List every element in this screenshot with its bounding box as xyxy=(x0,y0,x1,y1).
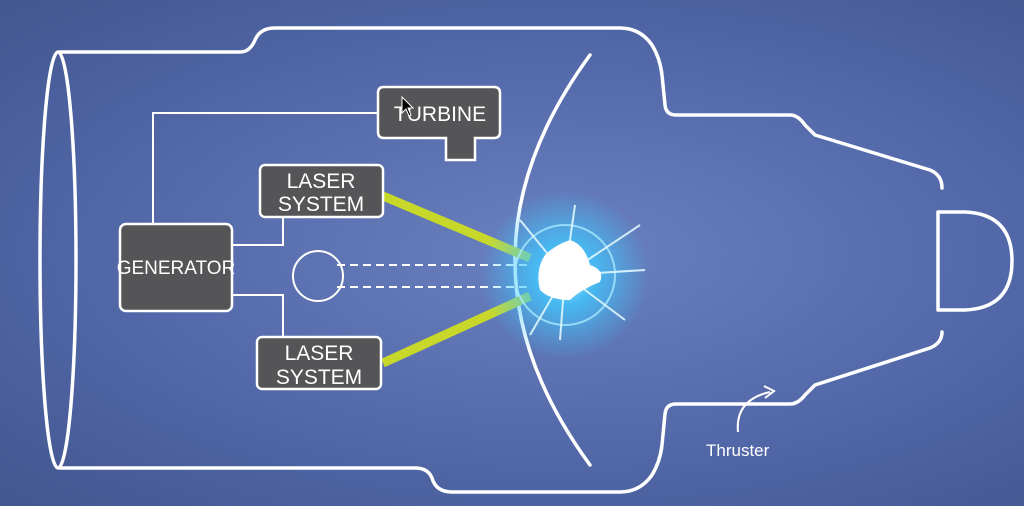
laser-top-label-2: SYSTEM xyxy=(278,193,364,216)
laser-top-label-1: LASER xyxy=(287,170,356,193)
generator-label: GENERATOR xyxy=(117,258,236,279)
arrow-icon xyxy=(763,385,776,399)
thruster-annotation: Thruster xyxy=(706,385,776,460)
laser-bottom-label-2: SYSTEM xyxy=(276,366,362,389)
engine-outline xyxy=(38,26,1014,494)
generator-box: GENERATOR xyxy=(117,222,236,313)
nozzle-cap xyxy=(936,210,1014,312)
laser-system-bottom: LASER SYSTEM xyxy=(255,335,383,391)
fuel-pellet-circle xyxy=(292,250,344,302)
mouse-cursor-icon xyxy=(401,95,415,117)
turbine-box: TURBINE xyxy=(376,85,502,162)
thruster-label: Thruster xyxy=(706,441,770,460)
fusion-reaction xyxy=(480,190,650,360)
intake-ellipse xyxy=(38,50,78,470)
turbine-label: TURBINE xyxy=(394,103,486,126)
laser-bottom-label-1: LASER xyxy=(285,342,354,365)
laser-system-top: LASER SYSTEM xyxy=(258,163,385,219)
